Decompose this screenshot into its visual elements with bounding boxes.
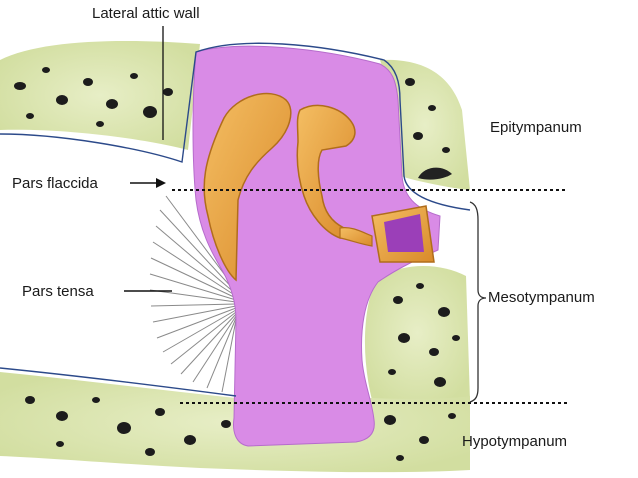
label-pars-tensa: Pars tensa (22, 283, 94, 300)
stapes-crura (339, 227, 373, 247)
bone-spots (14, 67, 460, 461)
label-pars-flaccida: Pars flaccida (12, 175, 98, 192)
malleus (203, 92, 292, 282)
label-lateral-attic-wall: Lateral attic wall (92, 5, 200, 22)
mesotympanum-brace (469, 201, 487, 403)
ossicle-chain (203, 92, 435, 282)
upper-left-bone (0, 41, 200, 150)
pars-flaccida-arrow-head (156, 178, 166, 188)
right-mid-bone (364, 265, 470, 400)
label-epitympanum: Epitympanum (490, 119, 582, 136)
label-mesotympanum: Mesotympanum (488, 289, 595, 306)
oval-window (384, 214, 424, 252)
right-wall-prominence (418, 167, 452, 180)
label-hypotympanum: Hypotympanum (462, 433, 568, 450)
incus (296, 104, 356, 239)
upper-outline (0, 42, 471, 211)
lower-outline (0, 367, 237, 397)
